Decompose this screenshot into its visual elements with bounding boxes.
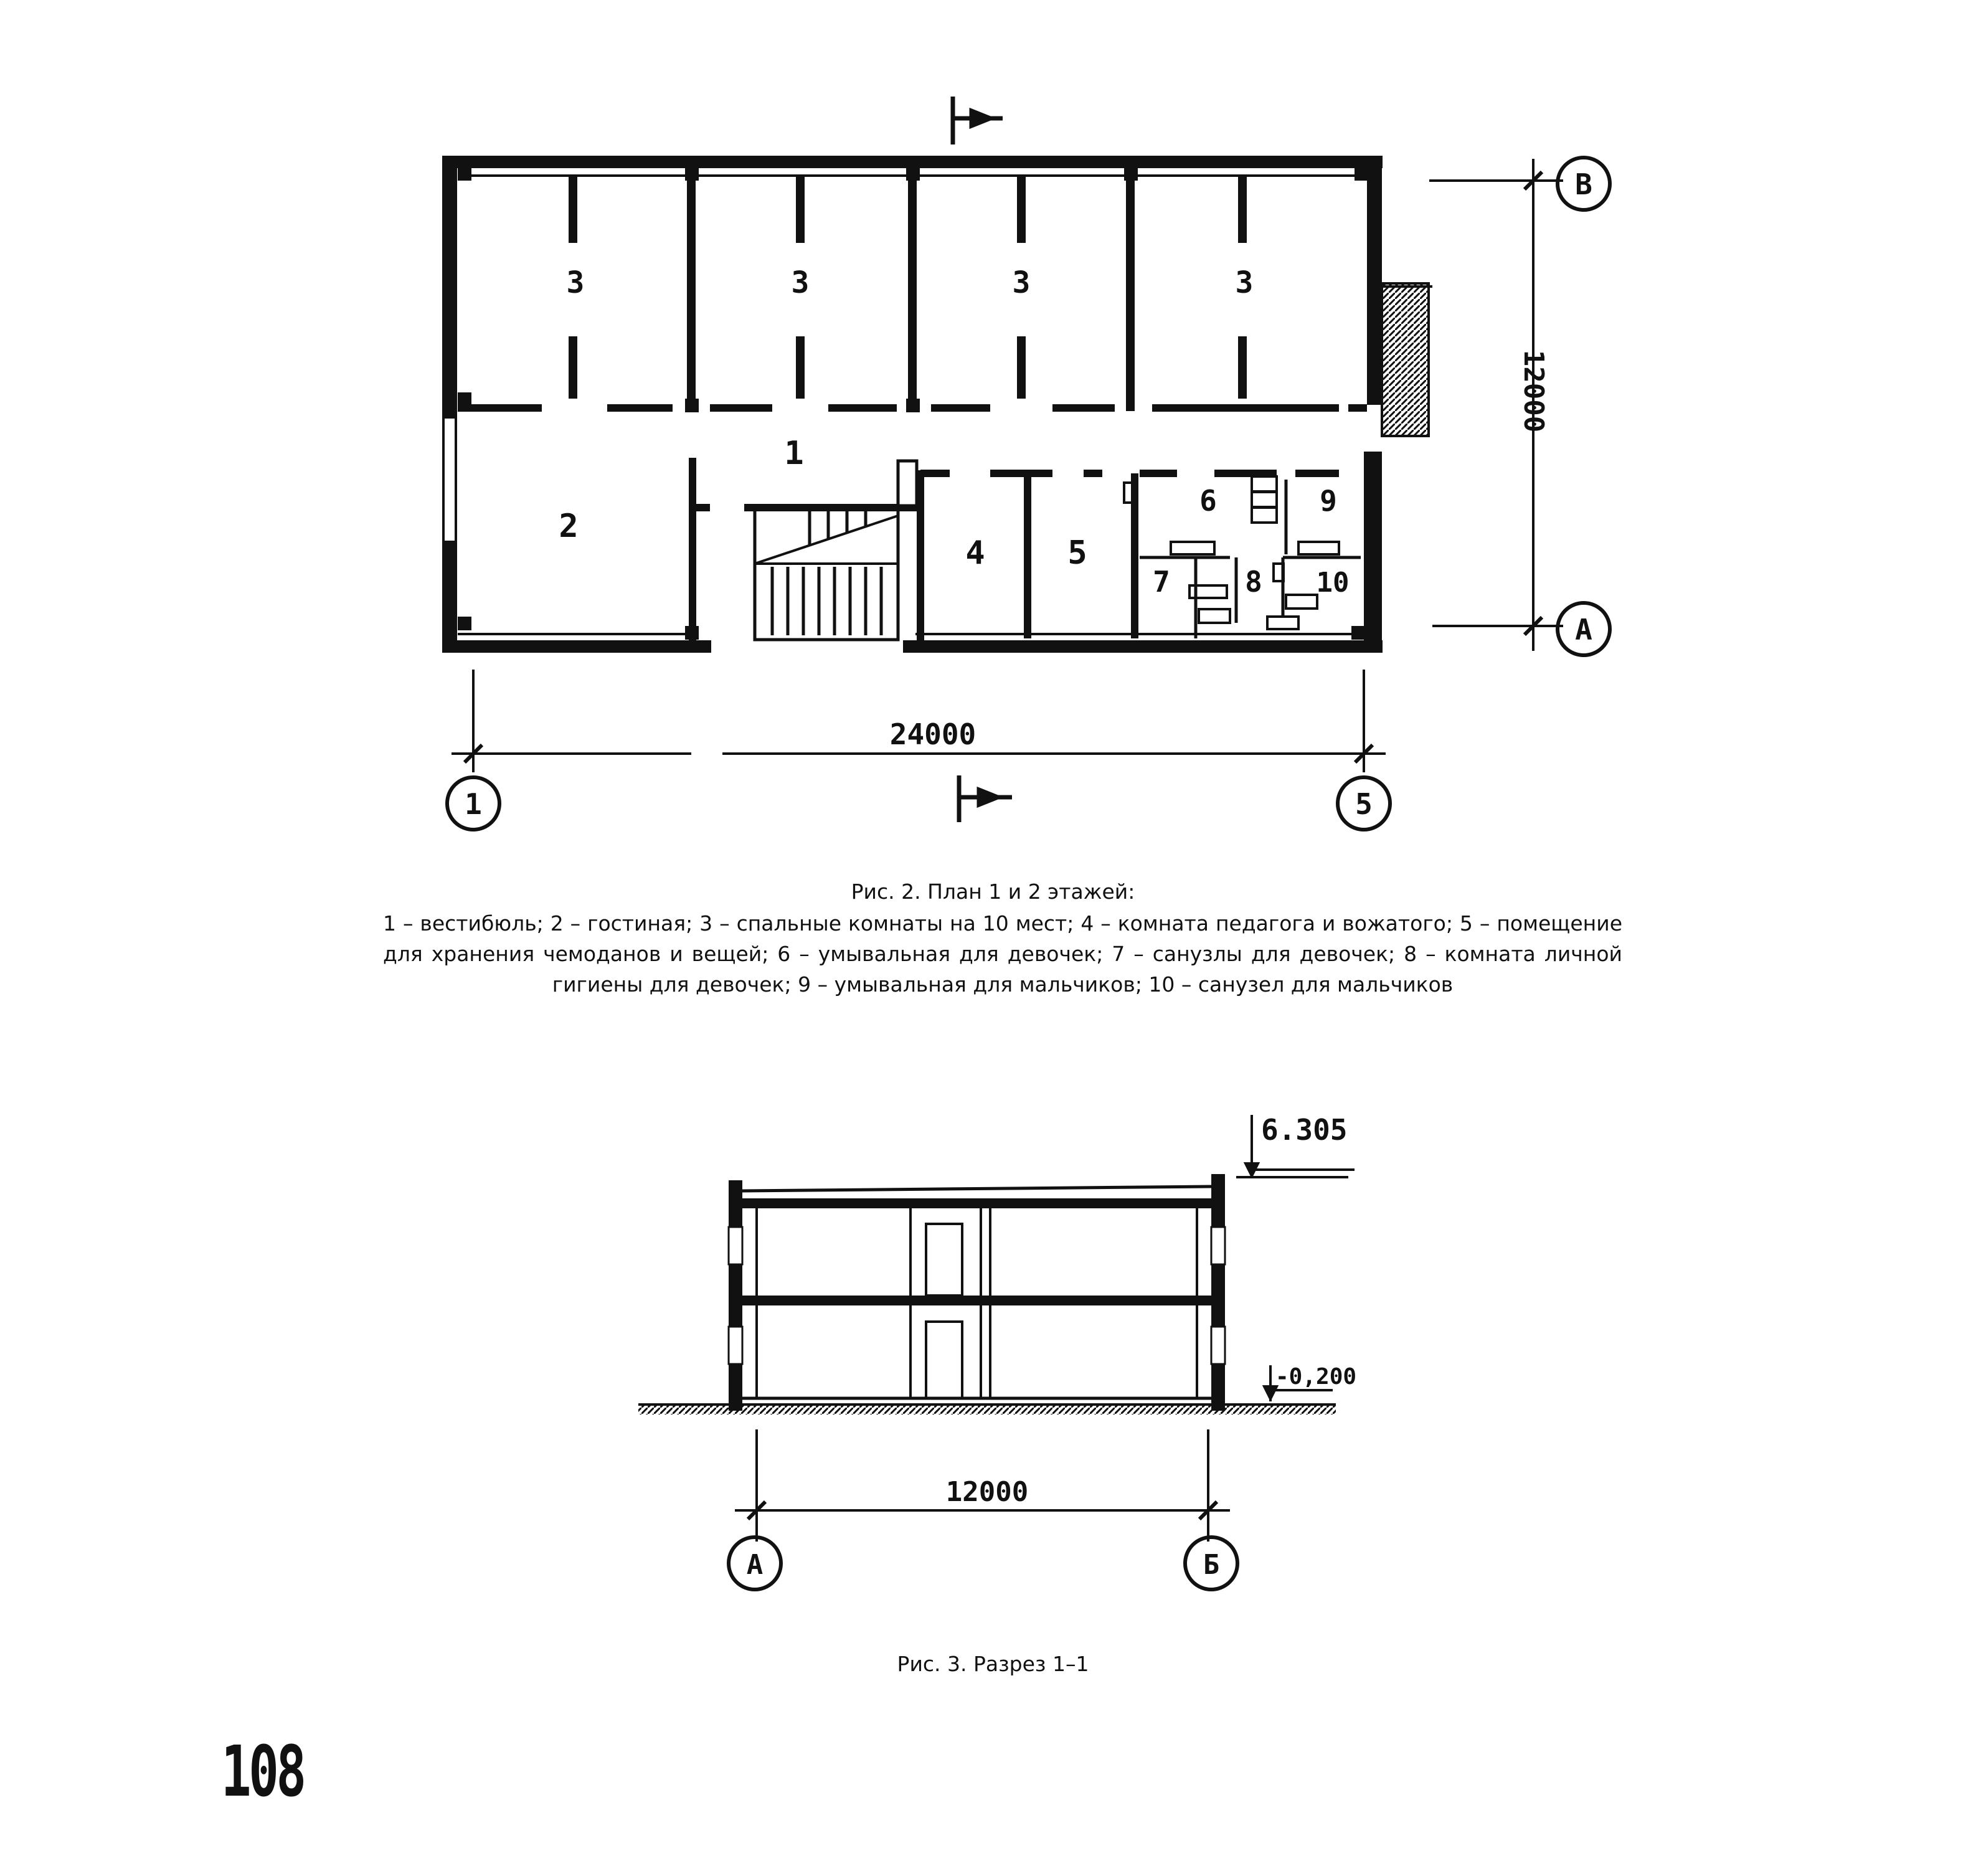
axis-label: В [1575,168,1592,201]
dimension-width: 24000 1 5 [445,670,1392,831]
room-label: 7 [1153,565,1170,599]
page-number: 108 [221,1732,306,1812]
bedroom-partitions [569,165,1247,411]
axis-label: А [747,1549,764,1581]
dimension-label: 24000 [890,718,976,751]
room-label: 3 [1236,265,1254,300]
elevation-top: 6.305 [1236,1113,1355,1179]
room-label: 3 [1013,265,1031,300]
lower-rooms [689,452,1375,648]
room-label: 4 [965,534,985,572]
figure-2-caption: Рис. 2. План 1 и 2 этажей: [851,879,1135,904]
dimension-section: 12000 А Б [727,1429,1239,1591]
figure-2-legend: 1 – вестибюль; 2 – гостиная; 3 – спальны… [383,911,1622,997]
figure-3-caption: Рис. 3. Разрез 1–1 [897,1652,1089,1676]
room-label: 9 [1320,484,1337,518]
section-mark-bottom [957,775,1012,822]
room-label: 8 [1245,565,1262,599]
dimension-label: 12000 [946,1476,1028,1508]
room-label: 5 [1067,534,1087,572]
room-label: 10 [1317,567,1350,599]
axis-label: А [1575,613,1592,647]
floor-plan: 3 3 3 3 1 2 4 5 6 7 8 9 10 12000 В А [442,97,1612,831]
dimension-label: 12000 [1518,350,1549,432]
elevation-ground: -0,200 [1262,1364,1356,1402]
columns [458,167,1368,640]
room-label: 1 [784,435,803,472]
section-drawing: 6.305 -0,200 12000 А Б [638,1113,1356,1591]
elevation-label: 6.305 [1261,1113,1347,1147]
room-label: 2 [559,508,578,545]
room-label: 3 [567,265,585,300]
section-mark-top [950,97,1003,144]
axis-label: Б [1203,1549,1220,1581]
elevation-label: -0,200 [1275,1364,1356,1390]
axis-label: 5 [1355,787,1373,821]
room-label: 6 [1199,484,1217,518]
entrance-steps [1381,282,1432,437]
room-label: 3 [792,265,810,300]
axis-label: 1 [465,787,482,821]
room-numbers: 3 3 3 3 1 2 4 5 6 7 8 9 10 [559,265,1349,599]
dimension-depth: 12000 В А [1429,156,1612,657]
